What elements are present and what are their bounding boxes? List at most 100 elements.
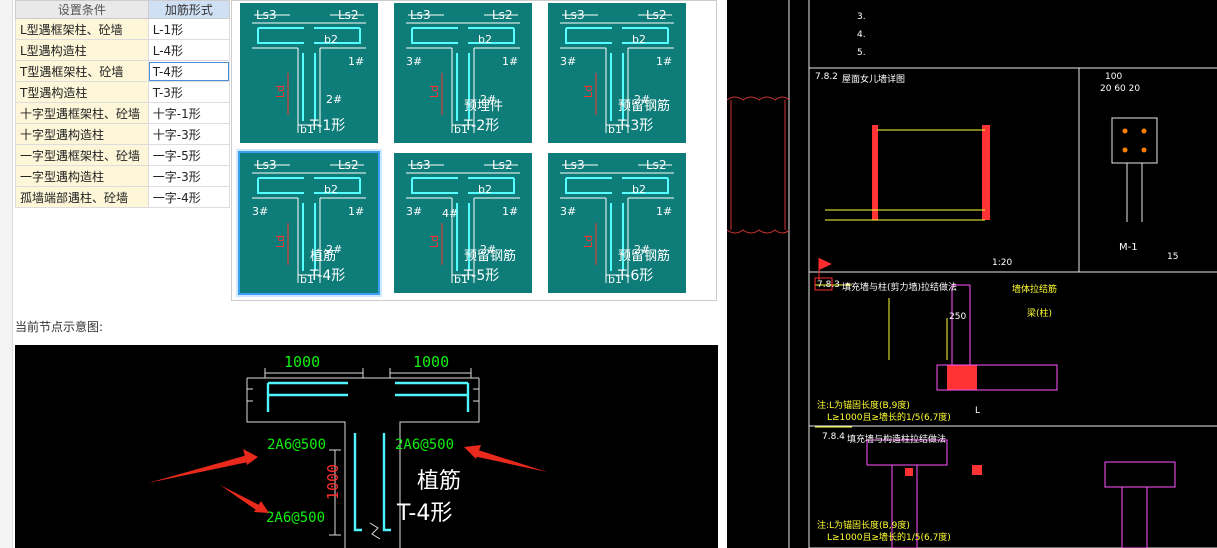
cad-note-L1: 注:L为锚固长度(B,9度) [817,401,910,411]
table-row[interactable]: 孤墙端部遇柱、砼墙一字-4形 [15,186,231,208]
preview-shape-name: T-4形 [397,501,453,526]
thumbnail-label-ls2: Ls2 [492,8,513,22]
thumbnail-diagram [406,14,520,133]
thumbnail-label-bar2: 2# [634,243,651,256]
rebar-form-cell[interactable]: 十字-3形 [147,123,231,145]
thumbnail-label-bar3: 3# [406,55,423,68]
cad-note-L2: L≥1000且≥墙长的1/5(6,7度) [827,413,951,423]
table-row[interactable]: 十字型遇构造柱十字-3形 [15,123,231,145]
thumbnail-label-bar3: 3# [406,205,423,218]
thumbnail-label-bar3: 3# [252,205,269,218]
cad-note-L2-lower: L≥1000且≥墙长的1/5(6,7度) [827,533,951,543]
cad-note-4: 4. [857,30,866,40]
thumbnail-label-bar1: 1# [656,205,673,218]
thumbnail-label-b1: b1 [454,123,468,136]
thumbnail-label-bar3: 3# [560,205,577,218]
thumbnail-label-bar1: 1# [348,55,365,68]
thumbnail-label-ls2: Ls2 [646,158,667,172]
thumbnail-label-ls2: Ls2 [492,158,513,172]
thumbnail-label-ld: Ld [428,84,442,99]
thumbnail-label-name: T-2形 [464,118,500,134]
thumbnail-label-bar3: 3# [560,55,577,68]
left-edge-strip [0,0,13,548]
preview-rebar-right: 2A6@500 [395,437,455,453]
rebar-form-cell[interactable]: L-1形 [147,18,231,40]
thumbnail-label-bar2: 2# [480,93,497,106]
cad-drawing-viewport[interactable]: 3. 4. 5. 7.8.2 屋面女儿墙详图 100 20 60 20 M-1 … [727,0,1217,548]
thumbnail-diagram [560,164,674,283]
cad-section-784-number: 7.8.4 [822,432,845,442]
thumbnail-label-name: T-4形 [310,268,346,284]
thumbnail-label-bar2: 2# [634,93,651,106]
condition-cell: 十字型遇构造柱 [15,123,149,145]
condition-cell: T型遇构造柱 [15,81,149,103]
thumbnail-label-b1: b1 [454,273,468,286]
column-header-condition: 设置条件 [15,0,149,19]
thumbnail-label-ls2: Ls2 [338,158,359,172]
thumbnail-label-b1: b1 [300,273,314,286]
cad-drawing [727,0,1217,548]
rebar-form-cell[interactable]: 一字-4形 [147,186,231,208]
thumbnail-diagram [560,14,674,133]
preview-method-title: 植筋 [417,469,462,494]
condition-cell: 孤墙端部遇柱、砼墙 [15,186,149,208]
thumbnail-label-ld: Ld [274,84,288,99]
thumbnail-label-ld: Ld [274,234,288,249]
cad-m1-label: M-1 [1119,242,1138,253]
thumbnail-label-ls2: Ls2 [338,8,359,22]
condition-cell: 一字型遇构造柱 [15,165,149,187]
thumbnail-label-b2: b2 [324,33,338,46]
thumbnail-label-bar2: 2# [326,93,343,106]
thumbnail-label-ld: Ld [582,234,596,249]
thumbnail-label-b2: b2 [632,33,646,46]
thumbnail-diagram [252,14,366,133]
preview-dim-right: 1000 [413,353,450,371]
preview-dim-left: 1000 [284,353,321,371]
cad-section-784-title: 填充墙与构造柱拉结做法 [847,435,947,445]
cad-dim-100: 100 [1105,72,1123,82]
cad-note-3: 3. [857,12,866,22]
condition-cell: L型遇构造柱 [15,39,149,61]
thumbnail-diagram [406,164,520,283]
cad-section-782-title: 屋面女儿墙详图 [842,75,906,85]
thumbnail-label-title: 预留钢筋 [618,99,671,114]
thumbnail-label-b2: b2 [324,183,338,196]
thumbnail-label-name: T-6形 [618,268,654,284]
thumbnail-label-b2: b2 [632,183,646,196]
rebar-form-cell[interactable]: 一字-3形 [147,165,231,187]
cad-dim-250: 250 [949,312,967,322]
preview-rebar-left: 2A6@500 [267,437,327,453]
rebar-form-cell[interactable]: 一字-5形 [147,144,231,166]
condition-cell: 一字型遇框架柱、砼墙 [15,144,149,166]
thumbnail-label-b2: b2 [478,183,492,196]
rebar-form-cell-selected[interactable]: T-4形 [147,60,231,82]
column-header-rebar-form: 加筋形式 [147,0,231,19]
table-row[interactable]: 一字型遇框架柱、砼墙一字-5形 [15,144,231,166]
cad-dim-L: L [975,406,981,416]
condition-cell: 十字型遇框架柱、砼墙 [15,102,149,124]
table-row[interactable]: 一字型遇构造柱一字-3形 [15,165,231,187]
rebar-form-cell[interactable]: 十字-1形 [147,102,231,124]
rebar-form-cell[interactable]: L-4形 [147,39,231,61]
rebar-form-cell[interactable]: T-3形 [147,81,231,103]
thumbnail-label-ls3: Ls3 [564,8,585,22]
thumbnail-label-b1: b1 [300,123,314,136]
preview-rebar-bottom: 2A6@500 [266,510,326,526]
table-row[interactable]: 十字型遇框架柱、砼墙十字-1形 [15,102,231,124]
thumbnail-label-b1: b1 [608,123,622,136]
thumbnail-label-ld: Ld [428,234,442,249]
thumbnail-label-ls3: Ls3 [410,158,431,172]
thumbnail-label-bar2: 2# [326,243,343,256]
thumbnail-label-ls3: Ls3 [256,8,277,22]
